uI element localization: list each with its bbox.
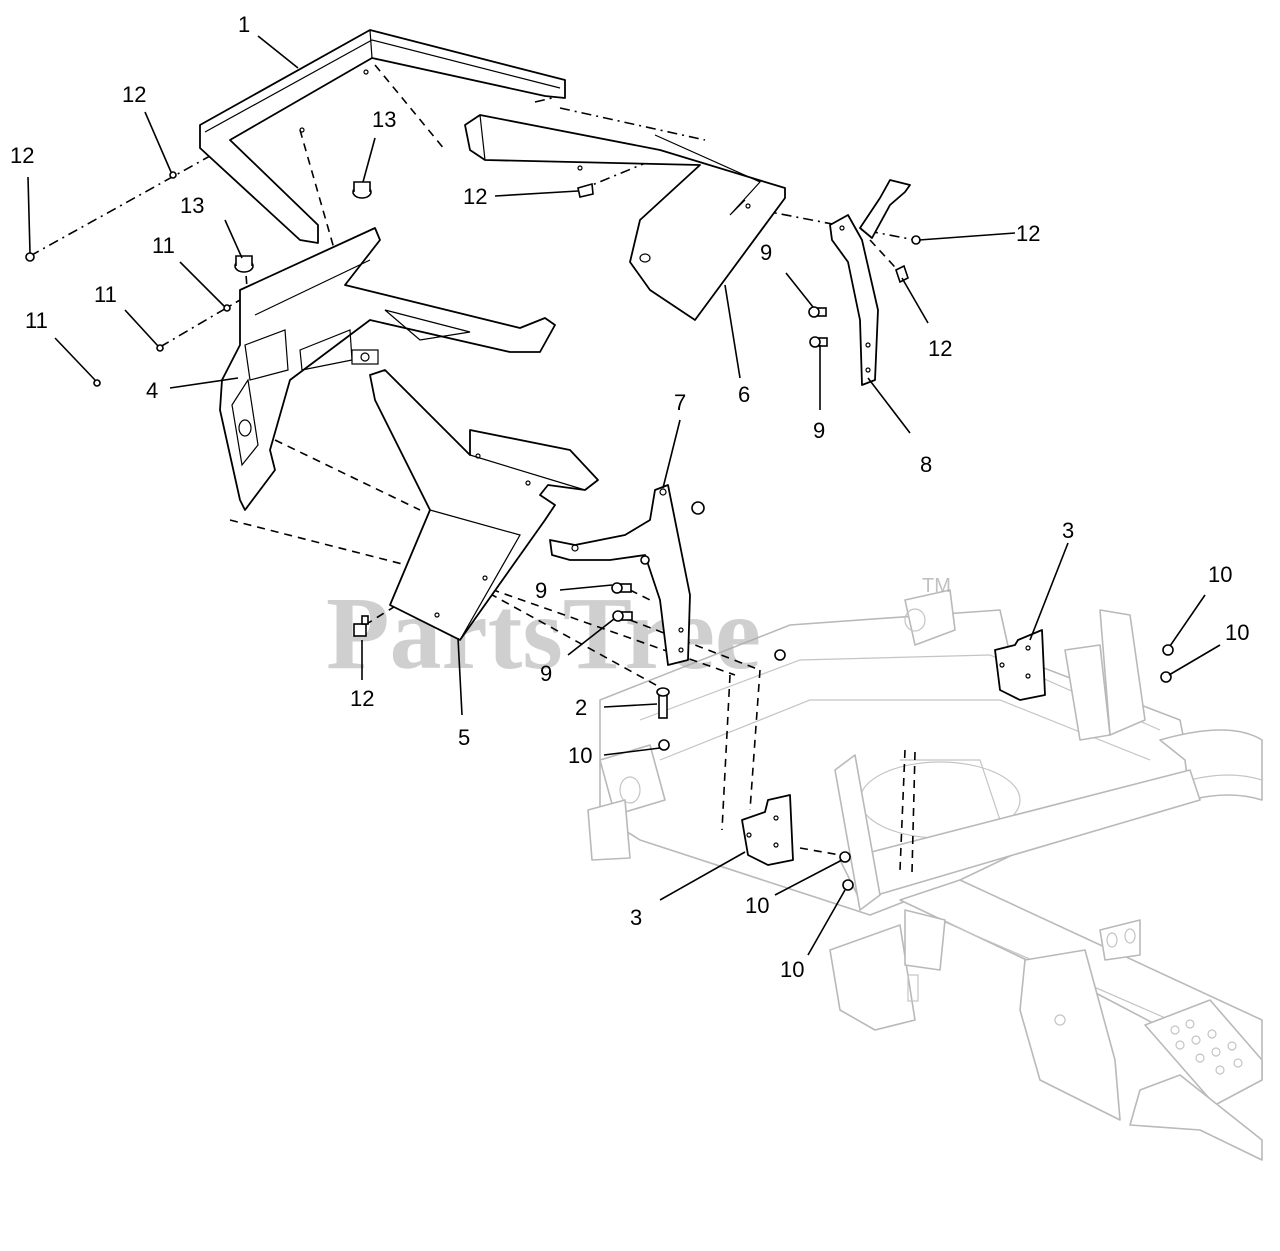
callout-1: 1 [238, 12, 250, 37]
nut-10d [839, 851, 851, 863]
callout-11b: 11 [94, 282, 117, 307]
callout-labels: 1 12 12 13 13 11 11 11 4 12 12 12 9 9 8 … [10, 12, 1249, 982]
nut-10a [1162, 644, 1174, 656]
callout-13b: 13 [180, 193, 204, 218]
callout-10d: 10 [745, 893, 769, 918]
callout-12c: 12 [463, 184, 487, 209]
nut-10e [842, 879, 854, 891]
callout-7: 7 [674, 390, 686, 415]
callout-3b: 3 [630, 905, 642, 930]
callout-9b: 9 [813, 418, 825, 443]
nut-13a [352, 181, 372, 199]
callout-4: 4 [146, 378, 158, 403]
callout-3a: 3 [1062, 518, 1074, 543]
bolt-12b [25, 252, 35, 262]
screw-11c [93, 379, 101, 387]
nut-13b [234, 255, 254, 273]
bolt-7 [640, 501, 705, 565]
bolt-9c [611, 582, 632, 594]
part-3-bracket-left [741, 794, 794, 866]
part-1-upper-bracket [199, 29, 566, 244]
callout-2: 2 [575, 695, 587, 720]
stud [774, 649, 786, 661]
nut-10b [1160, 671, 1172, 683]
callout-13a: 13 [372, 107, 396, 132]
callout-12b: 12 [10, 143, 34, 168]
part-4-mount-plate [219, 227, 556, 511]
callout-12e: 12 [928, 336, 952, 361]
callout-5: 5 [458, 725, 470, 750]
bolt-9a [808, 306, 827, 318]
watermark-trademark: TM [922, 575, 951, 597]
bolt-9d [612, 610, 633, 622]
bolt-12c [577, 182, 594, 198]
callout-6: 6 [738, 382, 750, 407]
callout-9a: 9 [760, 240, 772, 265]
part-3-bracket-right [994, 629, 1046, 701]
callout-10c: 10 [568, 743, 592, 768]
part-6-right-panel [464, 114, 786, 321]
screw-11a [223, 304, 231, 312]
callout-10a: 10 [1208, 562, 1232, 587]
part-5-lower-shroud [369, 369, 599, 641]
callout-9c: 9 [535, 578, 547, 603]
bolt-12a [169, 171, 177, 179]
bolt-12e [895, 264, 909, 284]
part-2-pin [656, 687, 670, 719]
callout-9d: 9 [540, 661, 552, 686]
screw-11b [156, 344, 164, 352]
leader-lines [27, 35, 1221, 956]
callout-11a: 11 [152, 233, 175, 258]
part-7-mid-bracket [549, 484, 691, 666]
assembly-lines [29, 64, 916, 873]
bolt-9b [809, 336, 828, 348]
callout-12a: 12 [122, 82, 146, 107]
callout-12d: 12 [1016, 221, 1040, 246]
callout-10e: 10 [780, 957, 804, 982]
callout-11c: 11 [25, 308, 48, 333]
nut-10c [658, 739, 670, 751]
bolt-12f [353, 615, 369, 637]
part-8-right-strap [829, 179, 911, 386]
callout-12f: 12 [350, 686, 374, 711]
callout-10b: 10 [1225, 620, 1249, 645]
bolt-12d [911, 235, 921, 245]
fasteners [25, 171, 1174, 891]
callout-8: 8 [920, 452, 932, 477]
